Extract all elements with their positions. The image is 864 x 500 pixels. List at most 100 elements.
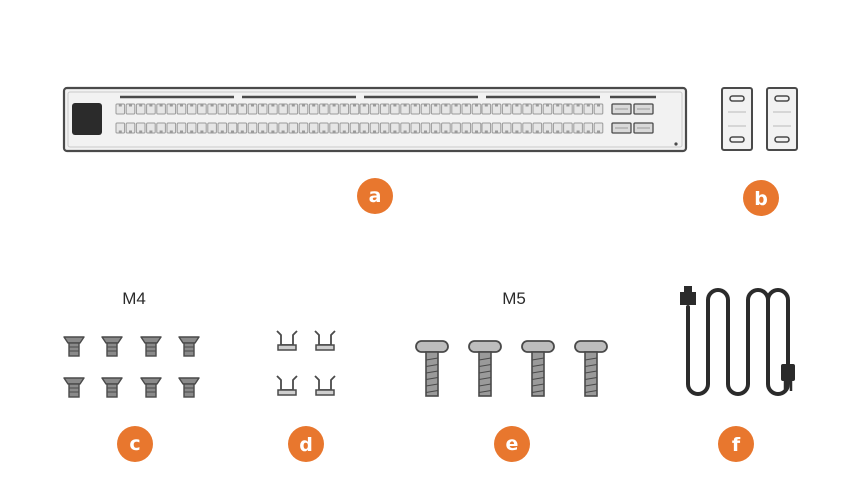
rj45-port-clip bbox=[546, 104, 549, 107]
rj45-port-clip bbox=[149, 104, 153, 107]
badge-c: c bbox=[117, 426, 153, 462]
rj45-port-clip bbox=[129, 130, 132, 133]
rj45-port-clip bbox=[597, 130, 600, 133]
rj45-port-clip bbox=[566, 104, 570, 107]
rj45-port-clip bbox=[484, 130, 488, 133]
rj45-port-clip bbox=[535, 130, 539, 133]
rj45-port-clip bbox=[525, 104, 529, 107]
rj45-port-clip bbox=[525, 130, 529, 133]
svg-text:c: c bbox=[129, 433, 140, 455]
m4-screw bbox=[101, 377, 123, 398]
rj45-port-clip bbox=[515, 130, 519, 133]
rj45-port-clip bbox=[454, 130, 458, 133]
rj45-port-clip bbox=[261, 104, 265, 107]
cage-nut bbox=[314, 330, 336, 351]
rj45-port-clip bbox=[271, 130, 275, 133]
rj45-port-clip bbox=[576, 104, 580, 107]
rj45-port-clip bbox=[118, 130, 122, 133]
rj45-port-clip bbox=[322, 130, 326, 133]
cage-nut bbox=[276, 330, 298, 351]
svg-text:a: a bbox=[369, 185, 382, 207]
switch-illustration bbox=[62, 86, 688, 153]
m4-screw bbox=[63, 377, 85, 398]
m4-screw bbox=[178, 336, 200, 357]
m4-screw bbox=[140, 336, 162, 357]
rj45-port-clip bbox=[597, 104, 600, 107]
switch-display bbox=[72, 103, 102, 135]
cage-nuts-illustration bbox=[276, 330, 336, 396]
m5-screw bbox=[574, 340, 608, 397]
svg-text:e: e bbox=[506, 433, 519, 455]
m5-screws-illustration bbox=[415, 340, 608, 397]
rj45-port-clip bbox=[312, 130, 316, 133]
m5-screw bbox=[468, 340, 502, 397]
m4-screws-illustration bbox=[63, 336, 200, 398]
badge-d: d bbox=[288, 426, 324, 462]
rj45-port-clip bbox=[231, 130, 234, 133]
m4-screw bbox=[101, 336, 123, 357]
rj45-port-clip bbox=[556, 104, 560, 107]
rj45-port-clip bbox=[312, 104, 316, 107]
rj45-port-clip bbox=[403, 130, 407, 133]
rj45-port-clip bbox=[139, 104, 143, 107]
rj45-port-clip bbox=[515, 104, 519, 107]
rj45-port-clip bbox=[434, 130, 438, 133]
rj45-port-clip bbox=[322, 104, 326, 107]
rj45-port-clip bbox=[180, 104, 183, 107]
rj45-port-clip bbox=[546, 130, 549, 133]
rj45-port-clip bbox=[342, 130, 346, 133]
rack-ear-right bbox=[766, 87, 798, 151]
badge-e: e bbox=[494, 426, 530, 462]
m4-size-label: M4 bbox=[122, 289, 146, 308]
rj45-port-clip bbox=[586, 130, 590, 133]
rj45-port-clip bbox=[281, 104, 285, 107]
rj45-port-clip bbox=[271, 104, 275, 107]
m5-screw bbox=[521, 340, 555, 397]
rj45-port-clip bbox=[576, 130, 580, 133]
rj45-port-clip bbox=[200, 130, 204, 133]
rj45-port-clip bbox=[495, 104, 498, 107]
rj45-port-clip bbox=[403, 104, 407, 107]
rj45-port-clip bbox=[332, 104, 336, 107]
rj45-port-clip bbox=[353, 104, 356, 107]
rj45-port-clip bbox=[342, 104, 346, 107]
rj45-port-clip bbox=[424, 104, 427, 107]
cage-nut bbox=[276, 375, 298, 396]
rj45-port-clip bbox=[251, 104, 254, 107]
rj45-port-clip bbox=[149, 130, 153, 133]
rj45-port-clip bbox=[362, 130, 366, 133]
rj45-port-clip bbox=[373, 130, 376, 133]
svg-text:b: b bbox=[754, 188, 768, 210]
rj45-port-clip bbox=[434, 104, 438, 107]
rj45-port-clip bbox=[383, 104, 387, 107]
rj45-port-clip bbox=[159, 104, 163, 107]
rj45-port-clip bbox=[190, 130, 194, 133]
badge-b: b bbox=[743, 180, 779, 216]
rj45-port-clip bbox=[190, 104, 194, 107]
rj45-port-clip bbox=[220, 130, 224, 133]
switch-chassis-inner bbox=[67, 91, 683, 148]
rj45-port-clip bbox=[475, 130, 478, 133]
rj45-port-clip bbox=[424, 130, 427, 133]
rj45-port-clip bbox=[261, 130, 265, 133]
power-cord-illustration bbox=[680, 286, 795, 396]
rj45-port-clip bbox=[413, 104, 417, 107]
rj45-port-clip bbox=[169, 130, 173, 133]
badge-f: f bbox=[718, 426, 754, 462]
rj45-port-clip bbox=[302, 130, 305, 133]
rj45-port-clip bbox=[240, 130, 244, 133]
rj45-port-clip bbox=[118, 104, 122, 107]
rj45-port-clip bbox=[180, 130, 183, 133]
power-cord-connector-icon bbox=[680, 286, 696, 305]
rj45-port-clip bbox=[129, 104, 132, 107]
sfp-port-array bbox=[610, 95, 656, 134]
rj45-port-clip bbox=[444, 104, 448, 107]
rj45-port-clip bbox=[475, 104, 478, 107]
rj45-port-clip bbox=[332, 130, 336, 133]
badge-a: a bbox=[357, 178, 393, 214]
rj45-port-clip bbox=[454, 104, 458, 107]
cage-nut bbox=[314, 375, 336, 396]
rj45-port-clip bbox=[281, 130, 285, 133]
rj45-port-clip bbox=[413, 130, 417, 133]
